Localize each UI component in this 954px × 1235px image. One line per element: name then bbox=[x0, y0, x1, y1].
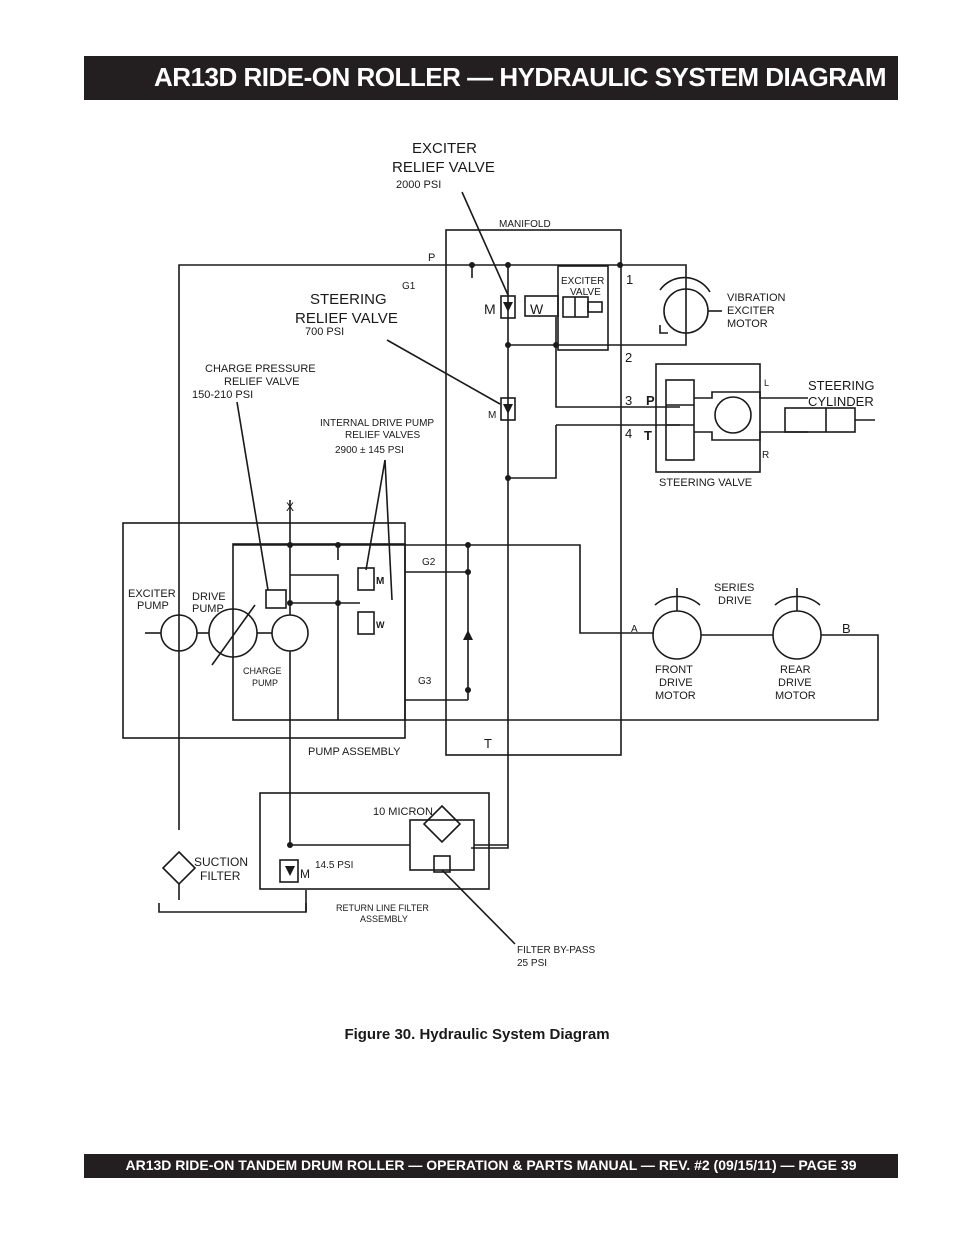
charge-relief-psi: 150-210 PSI bbox=[192, 389, 253, 401]
front-motor-label-1: FRONT bbox=[655, 664, 693, 676]
rear-motor-label-1: REAR bbox=[780, 664, 811, 676]
g2-label: G2 bbox=[422, 557, 436, 568]
rear-motor-label-2: DRIVE bbox=[778, 677, 812, 689]
sv-p-label: P bbox=[646, 393, 655, 408]
charge-relief-label-1: CHARGE PRESSURE bbox=[205, 363, 316, 375]
charge-pump-symbol bbox=[271, 614, 309, 652]
exciter-relief-psi: 2000 PSI bbox=[396, 179, 441, 191]
series-drive-label-1: SERIES bbox=[714, 582, 754, 594]
front-motor-label-3: MOTOR bbox=[655, 690, 696, 702]
pump-assembly-label: PUMP ASSEMBLY bbox=[308, 746, 401, 758]
page-title: AR13D RIDE-ON ROLLER — HYDRAULIC SYSTEM … bbox=[154, 62, 886, 92]
port-2-label: 2 bbox=[625, 350, 632, 365]
steering-valve-label: STEERING VALVE bbox=[659, 477, 752, 489]
filter-bypass-label-2: 25 PSI bbox=[517, 958, 547, 969]
m-label-steering: M bbox=[488, 410, 496, 421]
steering-relief-psi: 700 PSI bbox=[305, 326, 344, 338]
charge-pump-label-1: CHARGE bbox=[243, 666, 282, 676]
manifold-label: MANIFOLD bbox=[499, 219, 551, 230]
series-drive-label-2: DRIVE bbox=[718, 595, 752, 607]
pump-loop bbox=[232, 543, 406, 721]
charge-relief-label-2: RELIEF VALVE bbox=[224, 376, 299, 388]
sv-l-label: L bbox=[764, 378, 769, 388]
port-p-label: P bbox=[428, 252, 435, 264]
port-3-label: 3 bbox=[625, 393, 632, 408]
port-b-label: B bbox=[842, 621, 851, 636]
steering-relief-label-1: STEERING bbox=[310, 291, 387, 308]
vibration-motor-label-2: EXCITER bbox=[727, 305, 775, 317]
m-label-pump: M bbox=[376, 576, 384, 587]
exciter-relief-label-2: RELIEF VALVE bbox=[392, 159, 495, 176]
port-1-label: 1 bbox=[626, 272, 633, 287]
steering-relief-label-2: RELIEF VALVE bbox=[295, 310, 398, 327]
header-bar: AR13D RIDE-ON ROLLER — HYDRAULIC SYSTEM … bbox=[84, 56, 898, 100]
internal-relief-label-2: RELIEF VALVES bbox=[345, 430, 421, 441]
return-filter-label-1: RETURN LINE FILTER bbox=[336, 903, 429, 913]
g1-label: G1 bbox=[402, 281, 416, 292]
pressure-line bbox=[178, 264, 687, 830]
manifold-block bbox=[445, 229, 622, 756]
front-motor-label-2: DRIVE bbox=[659, 677, 693, 689]
steering-cylinder-label-1: STEERING bbox=[808, 378, 874, 393]
drive-pump-label-1: DRIVE bbox=[192, 591, 226, 603]
sv-r-label: R bbox=[762, 450, 769, 461]
g3-label: G3 bbox=[418, 676, 432, 687]
port-a-label: A bbox=[631, 624, 638, 635]
port-4-label: 4 bbox=[625, 426, 632, 441]
ten-micron-label: 10 MICRON bbox=[373, 806, 433, 818]
suction-filter-label-2: FILTER bbox=[200, 869, 241, 883]
internal-relief-label-1: INTERNAL DRIVE PUMP bbox=[320, 418, 434, 429]
psi-14-5-label: 14.5 PSI bbox=[315, 860, 353, 871]
return-filter-label-2: ASSEMBLY bbox=[360, 914, 408, 924]
exciter-pump-label-2: PUMP bbox=[137, 600, 169, 612]
x-label: X bbox=[286, 500, 294, 514]
exciter-relief-label-1: EXCITER bbox=[412, 140, 477, 157]
drive-pump-label-2: PUMP bbox=[192, 603, 224, 615]
w-label-pump: W bbox=[376, 620, 385, 630]
exciter-valve-label-2: VALVE bbox=[570, 287, 601, 298]
footer-text: AR13D RIDE-ON TANDEM DRUM ROLLER — OPERA… bbox=[125, 1157, 857, 1173]
rear-motor-symbol bbox=[772, 610, 822, 660]
filter-bypass-label-1: FILTER BY-PASS bbox=[517, 945, 596, 956]
front-motor-symbol bbox=[652, 610, 702, 660]
figure-caption: Figure 30. Hydraulic System Diagram bbox=[344, 1026, 610, 1043]
pump-assembly-block bbox=[122, 522, 406, 739]
m-label-return: M bbox=[300, 867, 310, 881]
suction-filter-label-1: SUCTION bbox=[194, 855, 248, 869]
m-label-exciter: M bbox=[484, 301, 496, 317]
vibration-motor-label-1: VIBRATION bbox=[727, 292, 786, 304]
steering-valve-block bbox=[655, 363, 761, 473]
footer-bar: AR13D RIDE-ON TANDEM DRUM ROLLER — OPERA… bbox=[84, 1154, 898, 1178]
charge-pump-label-2: PUMP bbox=[252, 678, 278, 688]
vibration-motor-label-3: MOTOR bbox=[727, 318, 768, 330]
exciter-valve-label-1: EXCITER bbox=[561, 276, 604, 287]
return-filter-block bbox=[259, 792, 490, 890]
exciter-pump-label-1: EXCITER bbox=[128, 588, 176, 600]
sv-t-label: T bbox=[644, 428, 652, 443]
rear-motor-label-3: MOTOR bbox=[775, 690, 816, 702]
internal-relief-psi: 2900 ± 145 PSI bbox=[335, 445, 404, 456]
steering-cylinder bbox=[784, 407, 856, 433]
steering-cylinder-label-2: CYLINDER bbox=[808, 394, 874, 409]
port-t-label: T bbox=[484, 736, 492, 751]
w-label-exciter: W bbox=[530, 301, 544, 317]
